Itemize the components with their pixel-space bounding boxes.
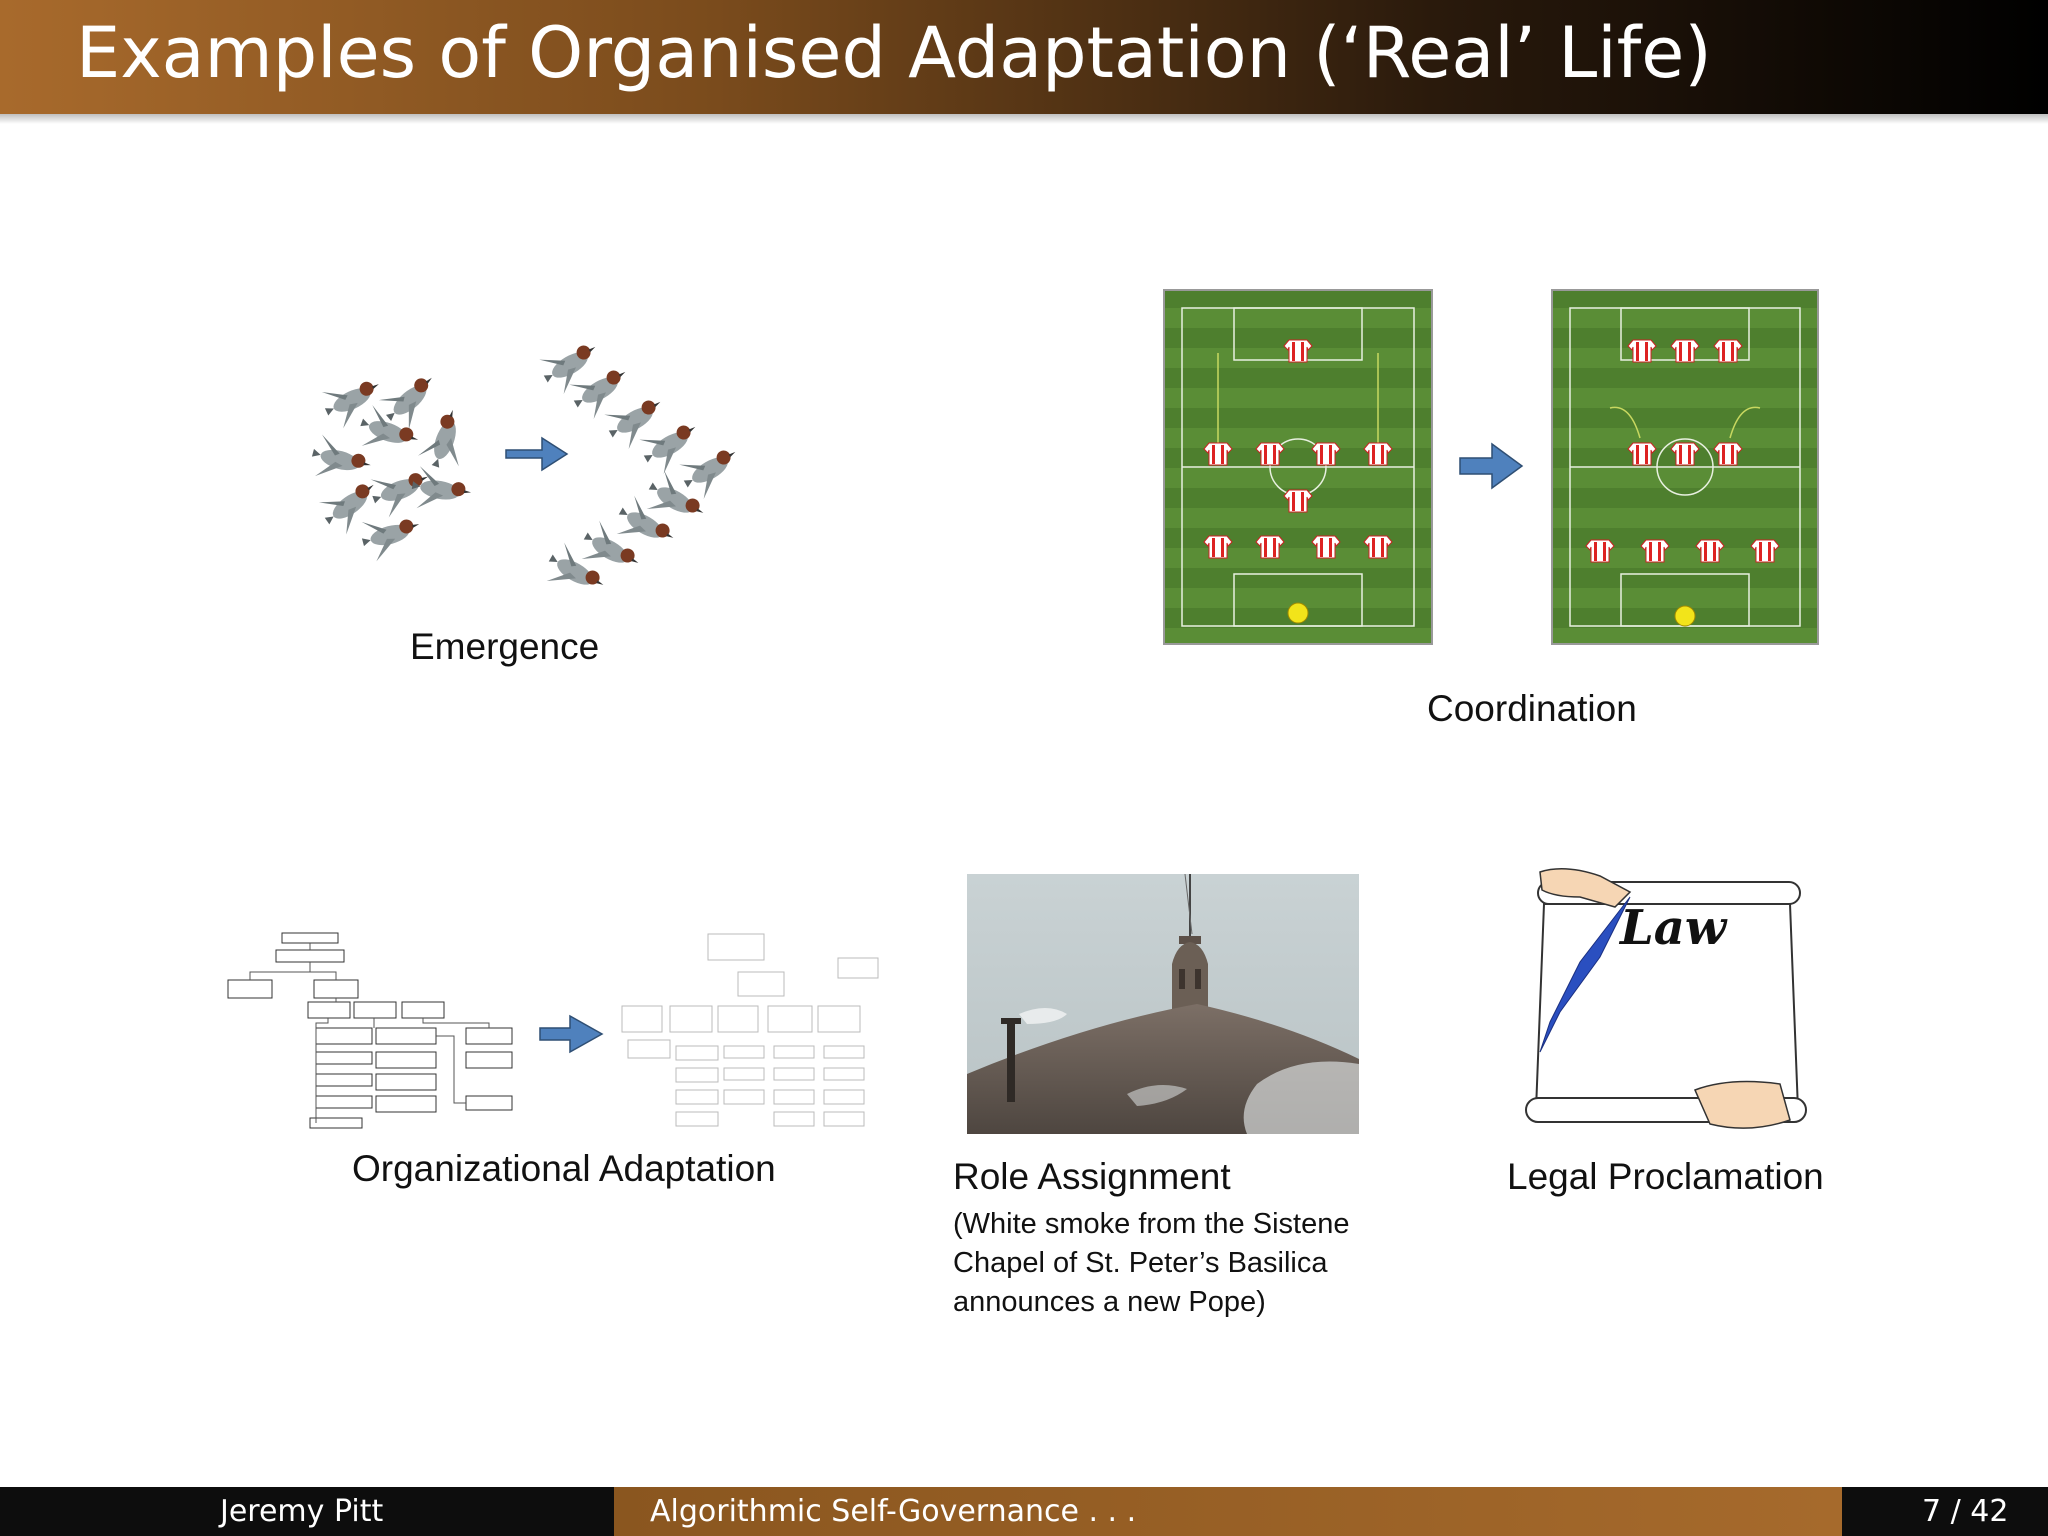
footer-talk-title: Algorithmic Self-Governance . . . bbox=[650, 1494, 1137, 1529]
right-arrow-icon bbox=[539, 1014, 604, 1054]
slide-title: Examples of Organised Adaptation (‘Real’… bbox=[76, 12, 1712, 94]
sistine-chapel-smoke-photo bbox=[967, 873, 1359, 1134]
right-arrow-icon bbox=[1459, 442, 1524, 490]
org-chart-illustration bbox=[227, 932, 879, 1129]
right-arrow-icon bbox=[505, 436, 569, 472]
coordination-label: Coordination bbox=[1427, 688, 1637, 729]
emergence-label: Emergence bbox=[410, 626, 600, 667]
footer-page-number: 7 / 42 bbox=[1922, 1494, 2009, 1529]
footer-author: Jeremy Pitt bbox=[220, 1494, 384, 1529]
pitch-before bbox=[1163, 289, 1433, 645]
coordination-formation-illustration bbox=[1163, 289, 1819, 645]
title-bar: Examples of Organised Adaptation (‘Real’… bbox=[0, 0, 2048, 124]
role-assignment-label: Role Assignment bbox=[953, 1156, 1231, 1197]
caption-line: Chapel of St. Peter’s Basilica bbox=[953, 1247, 1328, 1279]
caption-line: (White smoke from the Sistene bbox=[953, 1208, 1350, 1240]
scroll-law-text: Law bbox=[1618, 900, 1728, 956]
pitch-after bbox=[1551, 289, 1819, 645]
organizational-adaptation-label: Organizational Adaptation bbox=[352, 1148, 776, 1189]
footer-bar: Jeremy Pitt Algorithmic Self-Governance … bbox=[0, 1487, 2048, 1536]
caption-line: announces a new Pope) bbox=[953, 1286, 1266, 1318]
legal-proclamation-label: Legal Proclamation bbox=[1507, 1156, 1824, 1197]
emergence-birds-illustration bbox=[307, 332, 748, 607]
role-assignment-caption: (White smoke from the Sistene Chapel of … bbox=[953, 1205, 1349, 1322]
law-scroll-illustration: Law bbox=[1525, 868, 1807, 1129]
